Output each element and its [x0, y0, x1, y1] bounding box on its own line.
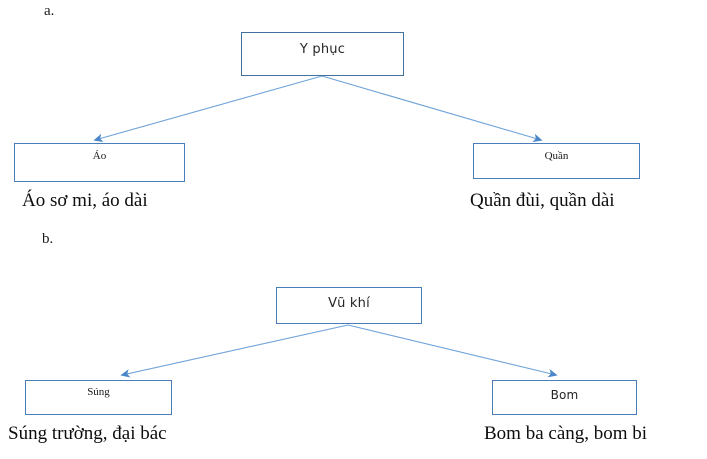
- node-label-ao: Áo: [92, 150, 107, 162]
- caption-ao: Áo sơ mi, áo dài: [22, 190, 148, 211]
- node-box-sung: Súng: [25, 380, 172, 415]
- section-label-a: a.: [44, 3, 55, 19]
- node-label-quan: Quần: [544, 150, 569, 162]
- caption-sung: Súng trường, đại bác: [8, 423, 167, 444]
- edge-vu-khi-to-sung: [120, 324, 349, 378]
- edge-vu-khi-to-bom: [347, 324, 558, 378]
- node-box-y-phuc: Y phục: [241, 32, 404, 76]
- caption-bom: Bom ba càng, bom bi: [484, 423, 648, 444]
- section-label-b: b.: [42, 231, 54, 247]
- node-label-sung: Súng: [87, 386, 110, 398]
- node-box-bom: Bom: [492, 380, 637, 415]
- node-box-quan: Quần: [473, 143, 640, 179]
- caption-quan: Quần đùi, quần dài: [470, 190, 615, 211]
- node-box-vu-khi: Vũ khí: [276, 287, 422, 324]
- node-label-bom: Bom: [550, 388, 579, 402]
- edge-y-phuc-to-quan: [321, 75, 543, 142]
- edge-y-phuc-to-ao: [93, 75, 323, 143]
- node-label-y-phuc: Y phục: [299, 42, 346, 57]
- node-label-vu-khi: Vũ khí: [328, 296, 370, 311]
- node-box-ao: Áo: [14, 143, 185, 182]
